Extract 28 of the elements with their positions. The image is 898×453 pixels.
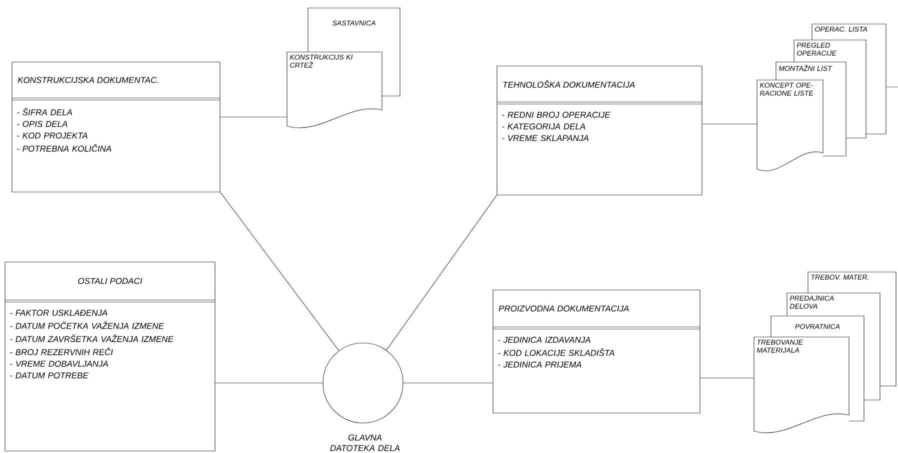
list-item: - VREME DOBAVLJANJA — [10, 360, 108, 367]
connector-line — [215, 382, 323, 384]
list-item: - DATUM ZAVRŠETKA VAŽENJA IZMENE — [10, 334, 174, 342]
list-item: - FAKTOR USKLAĐENJA — [10, 310, 108, 316]
list-item: - OPIS DELA — [17, 120, 68, 127]
connector-line — [403, 382, 493, 384]
box-heading: PROIZVODNA DOKUMENTACIJA — [498, 306, 629, 312]
circle-caption: GLAVNA DATOTEKA DELA — [330, 434, 400, 452]
box-heading: OSTALI PODACI — [78, 278, 142, 284]
list-item: - JEDINICA IZDAVANJA — [498, 336, 590, 343]
list-item: - KATEGORIJA DELA — [502, 123, 586, 130]
list-item: - KOD LOKACIJE SKLADIŠTA — [498, 348, 614, 356]
list-item: - JEDINICA PRIJEMA — [498, 362, 582, 368]
connector-line — [386, 195, 497, 350]
list-item: - DATUM POČETKA VAŽENJA IZMENE — [10, 321, 164, 329]
connector-line — [220, 192, 340, 352]
list-item: - DATUM POTREBE — [10, 372, 88, 378]
list-item: - REDNI BROJ OPERACIJE — [502, 112, 610, 118]
connector-line — [886, 86, 898, 88]
box-heading: TEHNOLOŠKA DOKUMENTACIJA — [503, 80, 635, 88]
list-item: - POTREBNA KOLIČINA — [17, 144, 112, 152]
list-item: - ŠIFRA DELA — [17, 108, 72, 116]
box-heading: KONSTRUKCIJSKA DOKUMENTAC. — [18, 77, 158, 83]
connector-line — [220, 116, 288, 118]
list-item: - BROJ REZERVNIH REČI — [10, 348, 113, 356]
list-item: - KOD PROJEKTA — [17, 132, 88, 139]
list-item: - VREME SKLAPANJA — [502, 135, 588, 142]
circle — [322, 342, 404, 424]
